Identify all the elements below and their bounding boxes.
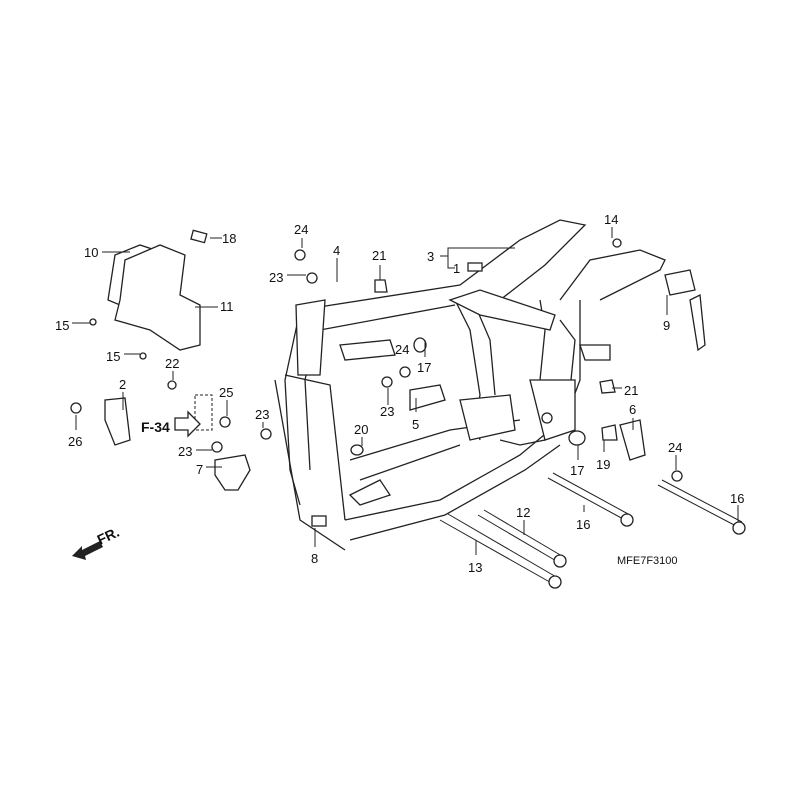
callout-4: 4	[333, 243, 340, 258]
callout-8: 8	[311, 551, 318, 566]
front-marker-label: FR.	[95, 524, 122, 548]
callout-26: 26	[68, 434, 82, 449]
callout-24: 24	[395, 342, 409, 357]
callout-22: 22	[165, 356, 179, 371]
callout-13: 13	[468, 560, 482, 575]
callout-15: 15	[106, 349, 120, 364]
callout-9: 9	[663, 318, 670, 333]
callout-23: 23	[380, 404, 394, 419]
callout-19: 19	[596, 457, 610, 472]
side-cover-parts	[104, 229, 706, 527]
callout-12: 12	[516, 505, 530, 520]
callout-24: 24	[668, 440, 682, 455]
frame-body	[274, 219, 666, 551]
bolts	[70, 238, 746, 589]
callout-6: 6	[629, 402, 636, 417]
callout-11: 11	[220, 299, 234, 314]
callout-23: 23	[269, 270, 283, 285]
callout-25: 25	[219, 385, 233, 400]
callout-14: 14	[604, 212, 618, 227]
callout-3: 3	[427, 249, 434, 264]
callout-23: 23	[255, 407, 269, 422]
callout-21: 21	[624, 383, 638, 398]
leader-lines	[72, 227, 739, 555]
callout-5: 5	[412, 417, 419, 432]
callout-1: 1	[453, 261, 460, 276]
callout-20: 20	[354, 422, 368, 437]
callout-24: 24	[294, 222, 308, 237]
callout-7: 7	[196, 462, 203, 477]
callout-23: 23	[178, 444, 192, 459]
callout-16: 16	[576, 517, 590, 532]
callout-10: 10	[84, 245, 98, 260]
callout-17: 17	[417, 360, 431, 375]
callout-21: 21	[372, 248, 386, 263]
callout-2: 2	[119, 377, 126, 392]
callout-labels: 18 10 11 15 15 24 4 23 21 3 1 14 9 22 2 …	[55, 212, 744, 575]
callout-17: 17	[570, 463, 584, 478]
diagram-code: MFE7F3100	[617, 555, 678, 567]
front-direction-arrow-icon	[72, 541, 103, 560]
reference-f34: F-34	[141, 419, 170, 435]
callout-18: 18	[222, 231, 236, 246]
callout-15: 15	[55, 318, 69, 333]
callout-16: 16	[730, 491, 744, 506]
